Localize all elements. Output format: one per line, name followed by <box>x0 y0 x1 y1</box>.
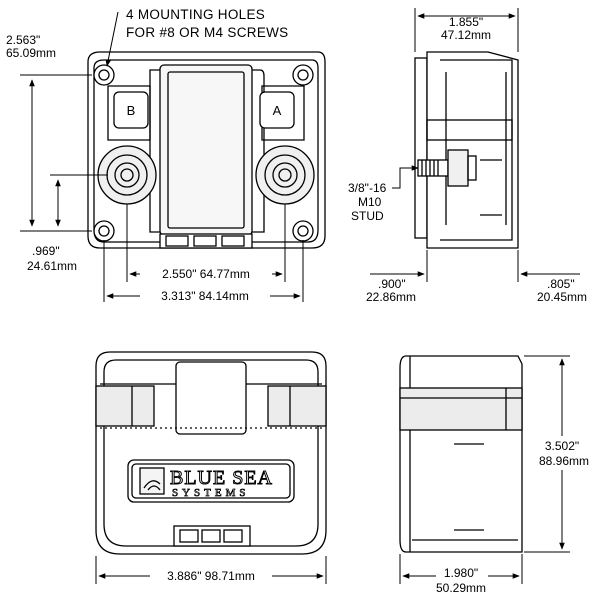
dim-hole-spacing: 2.550" 64.77mm <box>162 267 250 281</box>
dim-stud-height-in: .969" <box>32 244 60 258</box>
dim-label-bg <box>150 568 272 584</box>
dim-overall-width: 3.313" 84.14mm <box>161 289 249 303</box>
dim-side-right-in: .805" <box>547 277 575 291</box>
dim-bottom-height-mm: 88.96mm <box>539 454 589 468</box>
dim-label-bg <box>436 566 488 578</box>
side-view-top-dimension-lines <box>370 8 580 282</box>
dim-side-depth-mm: 47.12mm <box>441 28 491 42</box>
mounting-holes-leaders <box>105 11 119 67</box>
button-a-label: A <box>273 103 282 118</box>
top-view <box>95 351 327 555</box>
stud-note-line3: STUD <box>351 209 384 223</box>
dim-bottom-height-in: 3.502" <box>545 439 579 453</box>
brand-line1: BLUE SEA <box>170 467 273 489</box>
dim-hole-height-in: 2.563" <box>6 33 40 47</box>
dim-label-bg <box>140 266 272 282</box>
stud-note-line2: M10 <box>358 195 382 209</box>
dim-side-right-mm: 20.45mm <box>537 290 587 304</box>
front-view <box>87 51 326 249</box>
side-view-bottom <box>399 355 523 553</box>
dim-hole-height-mm: 65.09mm <box>6 46 56 60</box>
dim-stud-height-mm: 24.61mm <box>27 259 77 273</box>
button-b-label: B <box>127 103 136 118</box>
side-view-top <box>414 51 519 249</box>
dim-label-bg <box>140 288 270 304</box>
dim-side-depth-in: 1.855" <box>449 15 483 29</box>
brand-line2: SYSTEMS <box>172 487 250 499</box>
dim-bottom-width-mm: 50.29mm <box>436 581 486 595</box>
dim-bottom-width-in: 1.980" <box>444 566 478 580</box>
dim-side-left-mm: 22.86mm <box>366 290 416 304</box>
mounting-holes-note-line2: FOR #8 OR M4 SCREWS <box>126 25 288 40</box>
dim-side-left-in: .900" <box>378 277 406 291</box>
mounting-holes-note-line1: 4 MOUNTING HOLES <box>126 7 265 22</box>
dim-label-bg <box>534 436 596 470</box>
stud-note-line1: 3/8"-16 <box>348 181 387 195</box>
dim-top-width: 3.886" 98.71mm <box>167 569 255 583</box>
